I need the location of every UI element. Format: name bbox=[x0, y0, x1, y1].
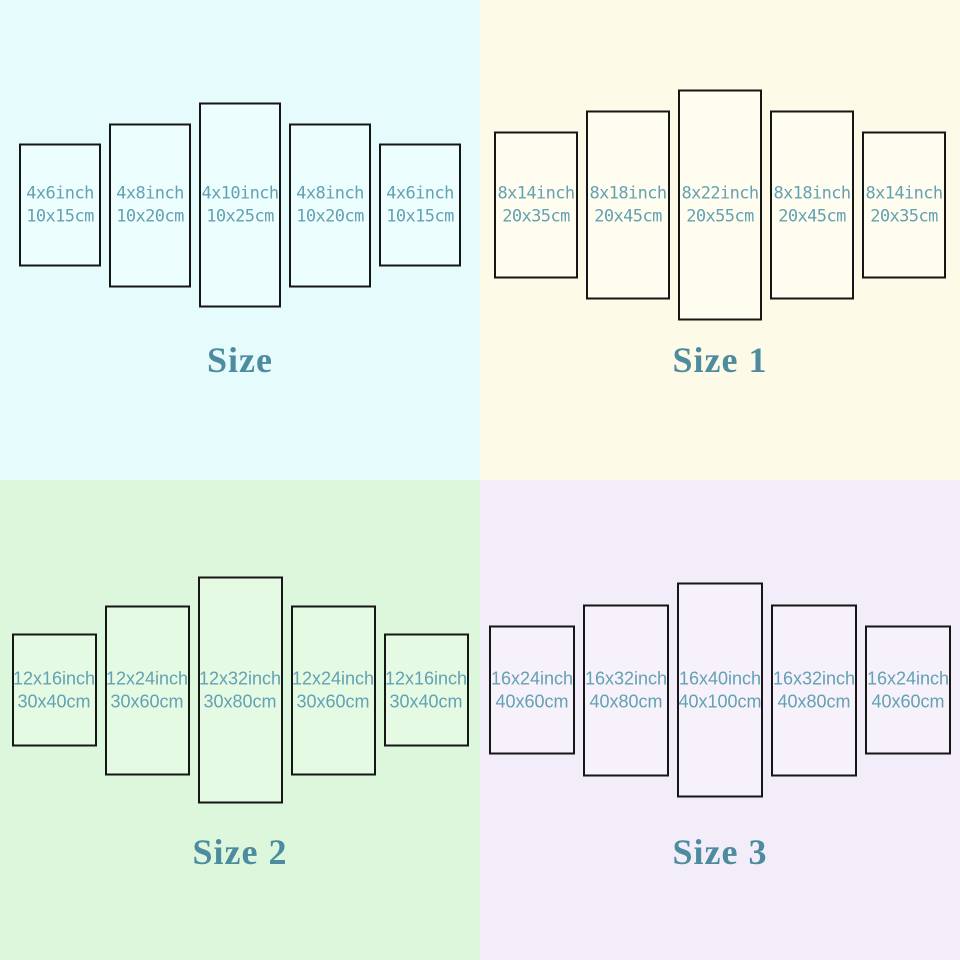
canvas-panel: 12x24inch 30x60cm bbox=[104, 605, 190, 775]
canvas-panel: 4x8inch 10x20cm bbox=[289, 123, 371, 287]
panel-cm-label: 10x15cm bbox=[26, 206, 94, 226]
panel-cm-label: 30x80cm bbox=[203, 691, 277, 711]
panel-inch-label: 8x18inch bbox=[773, 183, 851, 203]
canvas-panel: 16x40inch 40x100cm bbox=[677, 582, 763, 798]
panel-size-label: 12x24inch 30x60cm bbox=[106, 667, 188, 713]
canvas-panel: 8x14inch 20x35cm bbox=[862, 131, 946, 279]
panel-cm-label: 20x45cm bbox=[594, 206, 662, 226]
panel-inch-label: 4x6inch bbox=[26, 183, 94, 203]
canvas-panel: 16x24inch 40x60cm bbox=[865, 625, 951, 755]
panel-inch-label: 8x14inch bbox=[865, 183, 943, 203]
panel-size-label: 16x24inch 40x60cm bbox=[491, 667, 573, 713]
quadrant-title: Size 2 bbox=[192, 832, 288, 872]
panel-size-label: 12x32inch 30x80cm bbox=[199, 667, 281, 713]
panel-row: 16x24inch 40x60cm 16x32inch 40x80cm 16x4… bbox=[480, 582, 960, 798]
quadrant-size-3: 16x24inch 40x60cm 16x32inch 40x80cm 16x4… bbox=[480, 480, 960, 960]
panel-size-label: 12x16inch 30x40cm bbox=[385, 667, 467, 713]
panel-size-label: 4x8inch 10x20cm bbox=[116, 182, 184, 228]
panel-cm-label: 10x20cm bbox=[296, 206, 364, 226]
panel-size-label: 8x14inch 20x35cm bbox=[497, 182, 575, 228]
canvas-panel: 8x18inch 20x45cm bbox=[770, 110, 854, 300]
panel-size-label: 8x18inch 20x45cm bbox=[589, 182, 667, 228]
panel-cm-label: 40x60cm bbox=[871, 691, 945, 711]
panel-inch-label: 16x32inch bbox=[584, 668, 668, 688]
panel-cm-label: 10x15cm bbox=[386, 206, 454, 226]
panel-inch-label: 4x10inch bbox=[201, 183, 279, 203]
canvas-panel: 16x32inch 40x80cm bbox=[771, 604, 857, 776]
panel-cm-label: 20x55cm bbox=[686, 206, 754, 226]
panel-row: 8x14inch 20x35cm 8x18inch 20x45cm 8x22in… bbox=[480, 89, 960, 321]
panel-size-label: 4x8inch 10x20cm bbox=[296, 182, 364, 228]
canvas-panel: 12x32inch 30x80cm bbox=[197, 576, 283, 804]
panel-size-label: 8x18inch 20x45cm bbox=[773, 182, 851, 228]
canvas-panel: 4x8inch 10x20cm bbox=[109, 123, 191, 287]
canvas-panel: 8x18inch 20x45cm bbox=[586, 110, 670, 300]
panel-cm-label: 30x40cm bbox=[389, 691, 463, 711]
panel-cm-label: 20x35cm bbox=[502, 206, 570, 226]
panel-inch-label: 12x32inch bbox=[198, 668, 282, 688]
canvas-panel: 4x6inch 10x15cm bbox=[379, 143, 461, 267]
panel-inch-label: 16x40inch bbox=[678, 668, 762, 688]
panel-inch-label: 16x24inch bbox=[490, 668, 574, 688]
panel-inch-label: 12x24inch bbox=[291, 668, 375, 688]
panel-inch-label: 16x24inch bbox=[866, 668, 950, 688]
canvas-panel: 4x6inch 10x15cm bbox=[19, 143, 101, 267]
quadrant-size: 4x6inch 10x15cm 4x8inch 10x20cm 4x10inch… bbox=[0, 0, 480, 480]
panel-inch-label: 16x32inch bbox=[772, 668, 856, 688]
panel-inch-label: 12x16inch bbox=[384, 668, 468, 688]
panel-cm-label: 20x45cm bbox=[778, 206, 846, 226]
quadrant-title: Size 3 bbox=[672, 832, 768, 872]
panel-size-label: 8x22inch 20x55cm bbox=[681, 182, 759, 228]
panel-inch-label: 12x24inch bbox=[105, 668, 189, 688]
quadrant-title: Size bbox=[207, 340, 273, 380]
panel-cm-label: 40x80cm bbox=[589, 691, 663, 711]
panel-cm-label: 40x100cm bbox=[678, 691, 762, 711]
panel-cm-label: 40x80cm bbox=[777, 691, 851, 711]
canvas-panel: 12x16inch 30x40cm bbox=[11, 633, 97, 747]
panel-size-label: 12x16inch 30x40cm bbox=[13, 667, 95, 713]
panel-size-label: 12x24inch 30x60cm bbox=[292, 667, 374, 713]
panel-inch-label: 8x14inch bbox=[497, 183, 575, 203]
panel-cm-label: 30x60cm bbox=[296, 691, 370, 711]
panel-inch-label: 12x16inch bbox=[12, 668, 96, 688]
panel-inch-label: 4x8inch bbox=[296, 183, 364, 203]
panel-cm-label: 40x60cm bbox=[495, 691, 569, 711]
panel-inch-label: 8x18inch bbox=[589, 183, 667, 203]
panel-size-label: 16x40inch 40x100cm bbox=[678, 667, 761, 713]
quadrant-title: Size 1 bbox=[672, 340, 768, 380]
panel-size-label: 4x6inch 10x15cm bbox=[26, 182, 94, 228]
panel-cm-label: 10x20cm bbox=[116, 206, 184, 226]
canvas-panel: 16x24inch 40x60cm bbox=[489, 625, 575, 755]
panel-cm-label: 10x25cm bbox=[206, 206, 274, 226]
panel-size-label: 4x10inch 10x25cm bbox=[201, 182, 279, 228]
panel-inch-label: 8x22inch bbox=[681, 183, 759, 203]
quadrant-size-1: 8x14inch 20x35cm 8x18inch 20x45cm 8x22in… bbox=[480, 0, 960, 480]
panel-size-label: 4x6inch 10x15cm bbox=[386, 182, 454, 228]
canvas-panel: 8x14inch 20x35cm bbox=[494, 131, 578, 279]
panel-row: 4x6inch 10x15cm 4x8inch 10x20cm 4x10inch… bbox=[0, 102, 480, 308]
panel-cm-label: 20x35cm bbox=[870, 206, 938, 226]
canvas-panel: 12x16inch 30x40cm bbox=[383, 633, 469, 747]
panel-cm-label: 30x40cm bbox=[17, 691, 91, 711]
panel-inch-label: 4x8inch bbox=[116, 183, 184, 203]
panel-size-label: 16x32inch 40x80cm bbox=[585, 667, 667, 713]
panel-row: 12x16inch 30x40cm 12x24inch 30x60cm 12x3… bbox=[0, 576, 480, 804]
panel-size-label: 16x32inch 40x80cm bbox=[773, 667, 855, 713]
canvas-panel: 16x32inch 40x80cm bbox=[583, 604, 669, 776]
canvas-panel: 4x10inch 10x25cm bbox=[199, 102, 281, 308]
canvas-panel: 8x22inch 20x55cm bbox=[678, 89, 762, 321]
panel-size-label: 16x24inch 40x60cm bbox=[867, 667, 949, 713]
panel-size-label: 8x14inch 20x35cm bbox=[865, 182, 943, 228]
quadrant-size-2: 12x16inch 30x40cm 12x24inch 30x60cm 12x3… bbox=[0, 480, 480, 960]
panel-cm-label: 30x60cm bbox=[110, 691, 184, 711]
canvas-panel: 12x24inch 30x60cm bbox=[290, 605, 376, 775]
panel-inch-label: 4x6inch bbox=[386, 183, 454, 203]
